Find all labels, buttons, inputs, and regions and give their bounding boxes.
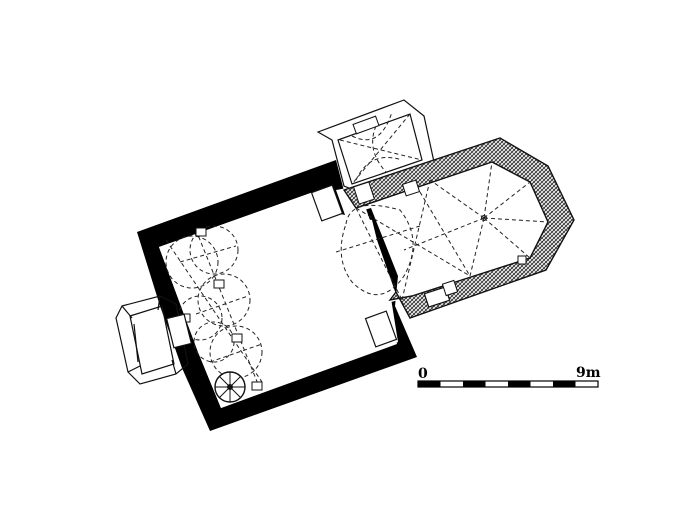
west-bay-vaults	[165, 225, 263, 403]
chancel-bay-vault	[335, 179, 471, 301]
chancel-wall	[342, 137, 575, 319]
nave-floor	[159, 186, 398, 408]
scale-bar-segment	[508, 381, 531, 387]
nave	[137, 160, 417, 431]
chancel	[335, 137, 575, 319]
scale-bar: 0 9m	[417, 365, 601, 388]
scale-bar-segment	[553, 381, 576, 387]
scale-bar-segment	[418, 381, 441, 387]
scale-bar-start-label: 0	[418, 366, 428, 382]
west-porch	[115, 295, 193, 385]
scale-bar-segments	[418, 381, 576, 387]
spiral-stair	[214, 371, 246, 403]
scale-bar-end-label: 9m	[576, 365, 601, 381]
scale-bar-segment	[463, 381, 486, 387]
